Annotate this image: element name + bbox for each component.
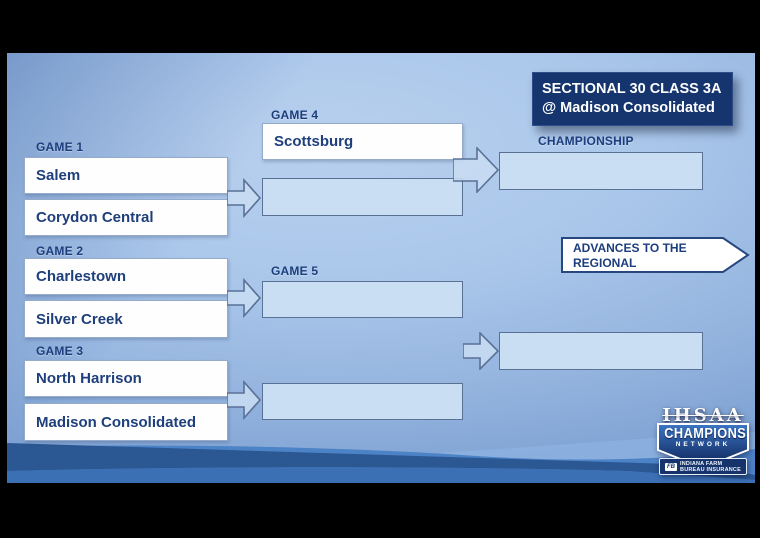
- championship-label: CHAMPIONSHIP: [538, 134, 634, 148]
- game2-label: GAME 2: [36, 244, 84, 258]
- game4-team-top-box: Scottsburg: [262, 123, 463, 160]
- game5-connector-arrow: [463, 332, 499, 370]
- game5-team-top-box: [262, 281, 463, 318]
- game2-connector-arrow: [227, 278, 262, 318]
- sponsor-line2: BUREAU INSURANCE: [680, 466, 741, 473]
- game2-team-top: Charlestown: [36, 268, 127, 285]
- game2-team-bottom-box: Silver Creek: [24, 300, 228, 338]
- game1-team-bottom: Corydon Central: [36, 209, 154, 226]
- logo-program-text: CHAMPIONS: [664, 426, 747, 442]
- advances-note: ADVANCES TO THE REGIONAL: [573, 241, 687, 270]
- game4-label: GAME 4: [271, 108, 319, 122]
- advances-pennant: [561, 237, 750, 273]
- game3-team-bottom: Madison Consolidated: [36, 413, 197, 431]
- game1-connector-arrow: [227, 178, 262, 218]
- game1-team-bottom-box: Corydon Central: [24, 199, 228, 236]
- game3-team-top-box: North Harrison: [24, 360, 228, 397]
- game3-connector-arrow: [227, 380, 262, 420]
- game4-team-bottom-box: [262, 178, 463, 216]
- ihsaa-wordmark: IHSAA: [662, 405, 744, 426]
- bracket-stage: GAME 1 Salem Corydon Central GAME 2 Char…: [7, 53, 755, 483]
- championship-slot-top-box: [499, 152, 703, 190]
- championship-slot-bottom-box: [499, 332, 703, 370]
- game4-connector-arrow: [453, 147, 499, 193]
- sponsor-line1: INDIANA FARM: [680, 460, 723, 467]
- game3-team-top: North Harrison: [36, 370, 142, 387]
- logo-network-text: NETWORK: [675, 441, 731, 448]
- farm-bureau-icon: FB: [665, 462, 678, 471]
- game1-team-top: Salem: [36, 167, 81, 184]
- game5-label: GAME 5: [271, 264, 319, 278]
- game1-team-top-box: Salem: [24, 157, 228, 194]
- game2-team-bottom: Silver Creek: [36, 310, 123, 328]
- sectional-location: @ Madison Consolidated: [542, 100, 715, 116]
- game5-team-bottom-box: [262, 383, 463, 420]
- game3-team-bottom-box: Madison Consolidated: [24, 403, 228, 441]
- sectional-header: SECTIONAL 30 CLASS 3A @ Madison Consolid…: [532, 72, 733, 126]
- game4-team-top: Scottsburg: [274, 133, 354, 150]
- sectional-title: SECTIONAL 30 CLASS 3A: [542, 81, 722, 97]
- game1-label: GAME 1: [36, 140, 84, 154]
- game3-label: GAME 3: [36, 344, 84, 358]
- game2-team-top-box: Charlestown: [24, 258, 228, 295]
